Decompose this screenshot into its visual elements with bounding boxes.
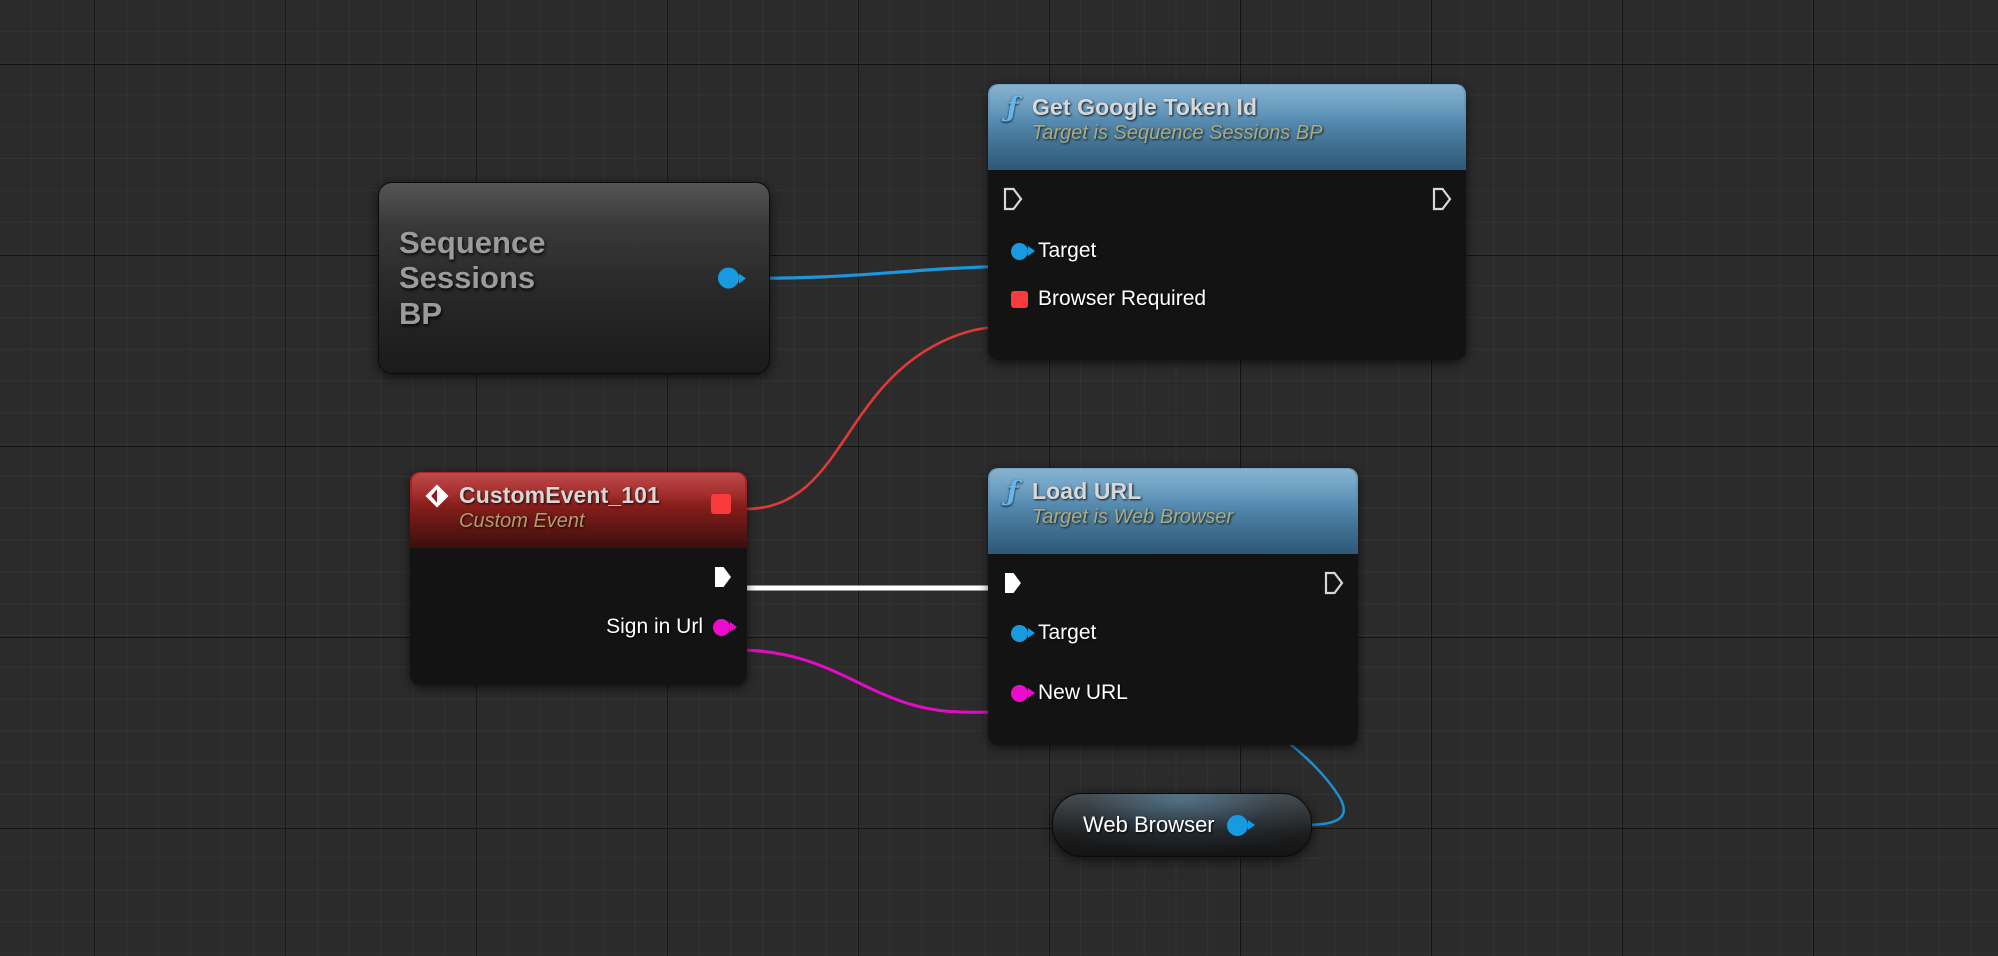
load-url-subtitle: Target is Web Browser bbox=[1032, 506, 1234, 528]
load-url-body: Target New URL bbox=[988, 554, 1358, 745]
pin-get-google-token-id-target[interactable]: Target bbox=[1011, 238, 1096, 264]
pin-load-url-new-url[interactable]: New URL bbox=[1011, 680, 1128, 706]
exec-pin-filled-icon bbox=[1005, 573, 1021, 593]
get-google-token-id-header: ƒ Get Google Token Id Target is Sequence… bbox=[988, 84, 1466, 170]
pin-square-boolean-icon[interactable] bbox=[1011, 290, 1028, 308]
load-url-header: ƒ Load URL Target is Web Browser bbox=[988, 468, 1358, 554]
load-url-title: Load URL bbox=[1032, 478, 1142, 504]
function-f-icon: ƒ bbox=[1006, 476, 1019, 507]
event-diamond-icon bbox=[425, 484, 449, 507]
pin-dot-string-icon[interactable] bbox=[713, 618, 730, 636]
node-custom-event-101[interactable]: CustomEvent_101 Custom Event Sign in Url bbox=[410, 472, 747, 685]
exec-pin-outline-icon bbox=[1324, 571, 1344, 595]
pin-dot-target-icon[interactable] bbox=[1011, 624, 1028, 642]
web-browser-label: Web Browser bbox=[1083, 812, 1215, 837]
pin-label-new-url: New URL bbox=[1038, 681, 1128, 704]
pin-label-browser-required: Browser Required bbox=[1038, 287, 1207, 310]
pin-get-google-token-id-exec-in[interactable] bbox=[1002, 186, 1023, 212]
custom-event-101-subtitle: Custom Event bbox=[459, 510, 585, 532]
custom-event-101-title: CustomEvent_101 bbox=[459, 482, 660, 508]
get-google-token-id-body: Target Browser Required bbox=[988, 170, 1466, 360]
node-web-browser[interactable]: Web Browser bbox=[1052, 793, 1312, 857]
exec-pin-filled-icon bbox=[715, 567, 731, 587]
wire-customevent-delegate-to-browserrequired bbox=[743, 324, 1024, 511]
sequence-sessions-bp-label: Sequence Sessions BP bbox=[399, 225, 546, 331]
wire-signinurl-to-newurl bbox=[736, 648, 1026, 714]
get-google-token-id-title: Get Google Token Id bbox=[1032, 94, 1258, 120]
custom-event-101-body: Sign in Url bbox=[410, 548, 747, 685]
pin-sequence-sessions-bp-output[interactable] bbox=[718, 267, 739, 289]
pin-custom-event-101-delegate[interactable] bbox=[711, 494, 731, 514]
pin-load-url-exec-in[interactable] bbox=[1002, 570, 1023, 596]
exec-pin-outline-icon bbox=[1003, 187, 1023, 211]
pin-label-target: Target bbox=[1038, 239, 1097, 262]
pin-load-url-exec-out[interactable] bbox=[1323, 570, 1344, 596]
get-google-token-id-subtitle: Target is Sequence Sessions BP bbox=[1032, 122, 1323, 144]
pin-get-google-token-id-browser-required[interactable]: Browser Required bbox=[1011, 286, 1206, 312]
node-sequence-sessions-bp[interactable]: Sequence Sessions BP bbox=[378, 182, 770, 374]
node-load-url[interactable]: ƒ Load URL Target is Web Browser T bbox=[988, 468, 1358, 745]
wire-sequencesessionsbp-to-target bbox=[730, 264, 1022, 280]
pin-custom-event-101-exec-out[interactable] bbox=[712, 564, 733, 590]
pin-load-url-target[interactable]: Target bbox=[1011, 620, 1096, 646]
pin-dot-string-icon[interactable] bbox=[1011, 684, 1028, 702]
function-f-icon: ƒ bbox=[1006, 92, 1019, 123]
pin-label-sign-in-url: Sign in Url bbox=[606, 615, 703, 638]
exec-pin-outline-icon bbox=[1432, 187, 1452, 211]
custom-event-101-header: CustomEvent_101 Custom Event bbox=[410, 472, 747, 548]
pin-label-target: Target bbox=[1038, 621, 1097, 644]
pin-web-browser-output[interactable] bbox=[1226, 814, 1248, 836]
pin-dot-target-icon[interactable] bbox=[1011, 242, 1028, 260]
pin-get-google-token-id-exec-out[interactable] bbox=[1431, 186, 1452, 212]
node-get-google-token-id[interactable]: ƒ Get Google Token Id Target is Sequence… bbox=[988, 84, 1466, 360]
pin-custom-event-101-sign-in-url[interactable]: Sign in Url bbox=[606, 614, 730, 640]
